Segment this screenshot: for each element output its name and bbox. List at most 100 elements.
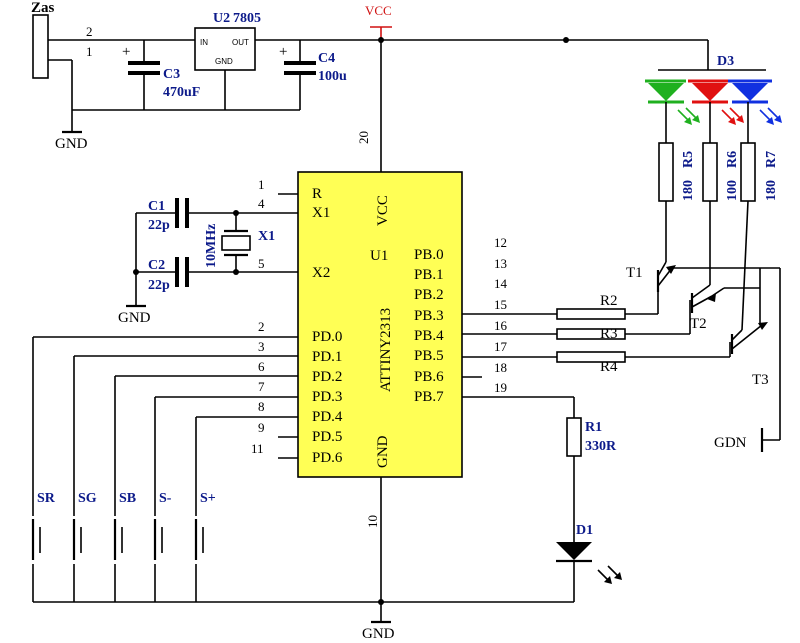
c4-ref: C4	[318, 51, 335, 66]
button-sg[interactable]: SG	[70, 491, 97, 564]
led-d1	[556, 542, 592, 560]
button-sg-label: SG	[78, 491, 97, 506]
svg-text:T3: T3	[752, 372, 769, 388]
button-sb[interactable]: SB	[111, 491, 136, 564]
buttons-section: SR SG SB S- S+ GND	[29, 337, 574, 642]
svg-text:19: 19	[494, 380, 507, 395]
power-connector	[32, 14, 49, 79]
svg-text:R2: R2	[600, 293, 618, 309]
svg-text:13: 13	[494, 256, 507, 271]
svg-text:180: 180	[681, 180, 696, 201]
vcc-pin-number: 20	[356, 131, 371, 144]
c4-value: 100u	[318, 69, 347, 84]
button-s-plus-label: S+	[200, 491, 216, 506]
pin-pd2: PD.2	[312, 369, 342, 385]
pin-pb3: PB.3	[414, 308, 444, 324]
svg-text:4: 4	[258, 196, 265, 211]
svg-text:+: +	[122, 44, 130, 60]
button-s-minus[interactable]: S-	[151, 491, 172, 564]
mcu-ref: U1	[370, 248, 388, 264]
svg-text:6: 6	[258, 359, 265, 374]
svg-text:14: 14	[494, 276, 508, 291]
svg-text:R6: R6	[725, 151, 740, 168]
status-led-section: R1 330R D1	[556, 397, 622, 602]
svg-text:T2: T2	[690, 316, 707, 332]
gnd-label-crystal: GND	[118, 310, 151, 326]
pin-pd5: PD.5	[312, 429, 342, 445]
transistor-t1: T1	[626, 261, 760, 292]
mcu-attiny2313: 20 VCC U1 ATTINY2313 GND 1 R 4 X1 5 X2 2…	[33, 131, 574, 622]
svg-text:16: 16	[494, 318, 508, 333]
svg-text:12: 12	[494, 235, 507, 250]
svg-text:5: 5	[258, 256, 265, 271]
led-blue	[732, 83, 768, 101]
svg-text:11: 11	[251, 441, 264, 456]
svg-text:8: 8	[258, 399, 265, 414]
r1-value: 330R	[585, 439, 617, 454]
pin-pb7: PB.7	[414, 389, 444, 405]
button-sr[interactable]: SR	[29, 491, 56, 564]
svg-text:R7: R7	[764, 151, 779, 168]
rgb-driver-section: D3 R5 180 R6 100	[556, 40, 782, 452]
pin-reset: R	[312, 186, 322, 202]
resistor-r5	[658, 142, 674, 202]
svg-text:2: 2	[258, 319, 265, 334]
mcu-body	[297, 171, 463, 478]
pin-pd1: PD.1	[312, 349, 342, 365]
pin-x1: X1	[312, 205, 330, 221]
d3-ref: D3	[717, 54, 734, 69]
c1-value: 22p	[148, 218, 170, 233]
mcu-vcc-label: VCC	[375, 195, 391, 226]
c1-ref: C1	[148, 199, 165, 214]
button-s-plus[interactable]: S+	[192, 491, 216, 564]
pin-pb5: PB.5	[414, 348, 444, 364]
c2-ref: C2	[148, 258, 165, 273]
transistor-t3: T3	[730, 322, 769, 388]
regulator-type: 7805	[233, 11, 261, 26]
pin-pd4: PD.4	[312, 409, 343, 425]
pin-pd3: PD.3	[312, 389, 342, 405]
pin-pd0: PD.0	[312, 329, 342, 345]
svg-text:3: 3	[258, 339, 265, 354]
svg-text:IN: IN	[200, 38, 208, 47]
power-section: Zas 2 1 GND + C3 470uF U2 7805 IN OUT GN…	[31, 0, 708, 172]
pin-pb1: PB.1	[414, 267, 444, 283]
svg-text:9: 9	[258, 420, 265, 435]
svg-text:R5: R5	[681, 151, 696, 168]
button-s-minus-label: S-	[159, 491, 172, 506]
pin-pb2: PB.2	[414, 287, 444, 303]
r1-ref: R1	[585, 420, 602, 435]
svg-text:OUT: OUT	[232, 38, 249, 47]
connector-pin-2: 2	[86, 24, 93, 39]
button-sr-label: SR	[37, 491, 56, 506]
connector-label: Zas	[31, 0, 55, 16]
connector-pin-1: 1	[86, 44, 93, 59]
regulator-7805	[194, 27, 256, 71]
led-green	[648, 83, 684, 101]
mcu-part: ATTINY2313	[378, 308, 394, 392]
svg-text:R4: R4	[600, 359, 618, 375]
gnd-label-bottom: GND	[362, 626, 395, 642]
regulator-ref: U2	[213, 11, 230, 26]
pin-pb4: PB.4	[414, 328, 444, 344]
crystal-x1	[221, 235, 251, 251]
resistor-r6	[702, 142, 718, 202]
gnd-pin-number: 10	[365, 515, 380, 528]
transistor-t2: T2	[690, 284, 760, 332]
pin-pb0: PB.0	[414, 247, 444, 263]
c2-value: 22p	[148, 278, 170, 293]
c3-value: 470uF	[163, 85, 200, 100]
resistor-r2	[556, 308, 626, 320]
vcc-label: VCC	[365, 3, 392, 18]
mcu-gnd-label: GND	[375, 435, 391, 468]
resistor-r1	[566, 417, 582, 457]
svg-text:7: 7	[258, 379, 265, 394]
pin-pd6: PD.6	[312, 450, 343, 466]
crystal-section: C1 22p C2 22p GND X1 10MHz	[118, 198, 275, 326]
gdn-label: GDN	[714, 435, 747, 451]
pin-pb6: PB.6	[414, 369, 444, 385]
button-sb-label: SB	[119, 491, 136, 506]
resistor-r7	[740, 142, 756, 202]
svg-text:T1: T1	[626, 265, 643, 281]
